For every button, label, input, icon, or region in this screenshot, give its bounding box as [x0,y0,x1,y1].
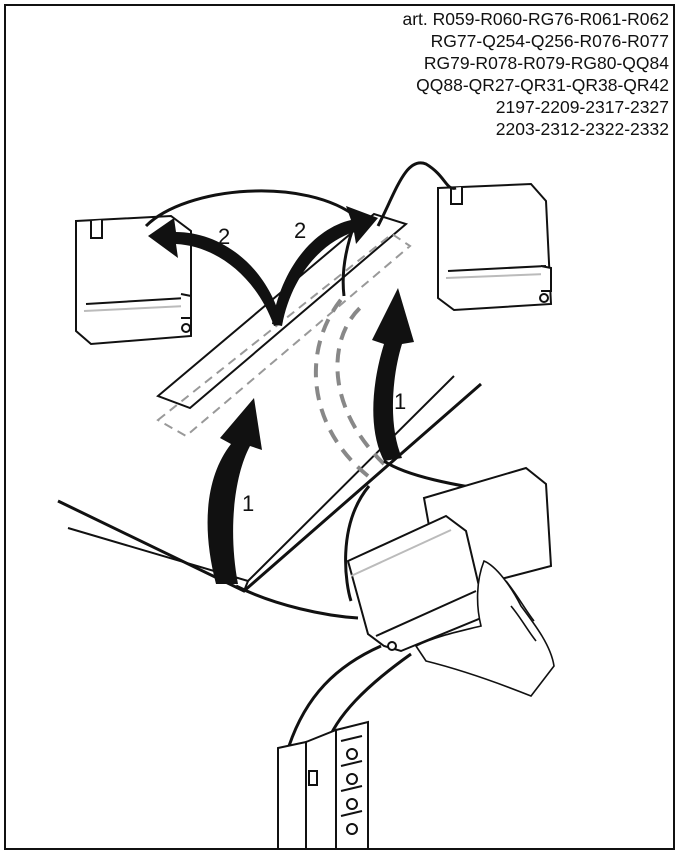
article-code-line: RG77-Q254-Q256-R076-R077 [309,30,669,52]
step-label-2-right: 2 [294,218,306,243]
article-code-line: 2197-2209-2317-2327 [309,96,669,118]
power-supply-module-right [438,184,551,310]
mounting-slot-dashed [158,234,410,436]
diagram-frame: 1 1 2 2 art. R059-R060-RG76-R061-R062 RG… [4,4,675,850]
step-label-1-right: 1 [394,389,406,414]
article-code-line: art. R059-R060-RG76-R061-R062 [309,8,669,30]
step-label-1-left: 1 [242,491,254,516]
step-label-2-left: 2 [218,224,230,249]
article-code-line: RG79-R078-R079-RG80-QQ84 [309,52,669,74]
article-code-line: QQ88-QR27-QR31-QR38-QR42 [309,74,669,96]
article-code-list: art. R059-R060-RG76-R061-R062 RG77-Q254-… [309,8,669,140]
arrow-insert-right [372,288,414,461]
article-code-line: 2203-2312-2322-2332 [309,118,669,140]
insertion-path-dashed [316,296,384,476]
